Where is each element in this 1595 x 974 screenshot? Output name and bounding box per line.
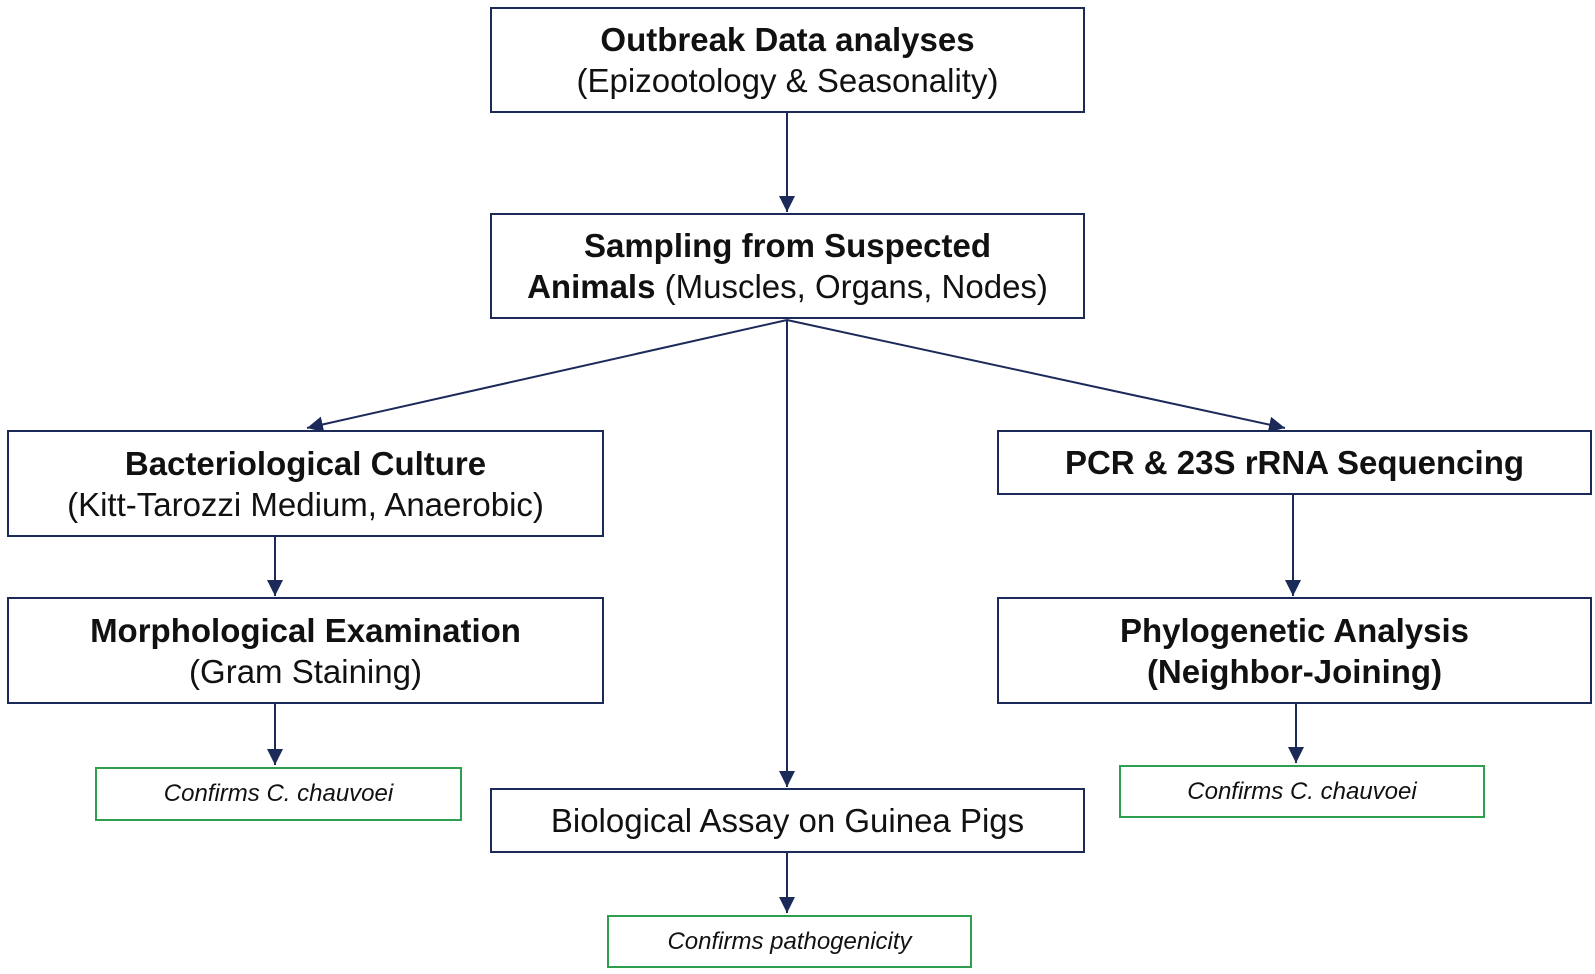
bacteriological-culture-box: Bacteriological Culture (Kitt-Tarozzi Me… [7,430,604,537]
culture-title: Bacteriological Culture [124,444,487,482]
outcome-confirms-chauvoei-left: Confirms C. chauvoei [95,767,462,821]
sampling-title-line2: Animals (Muscles, Organs, Nodes) [527,266,1048,307]
sampling-title-bold: Animals [527,268,656,305]
bioassay-title: Biological Assay on Guinea Pigs [550,802,1025,839]
pcr-title: PCR & 23S rRNA Sequencing [1064,444,1525,481]
morphological-examination-box: Morphological Examination (Gram Staining… [7,597,604,704]
culture-subtitle: (Kitt-Tarozzi Medium, Anaerobic) [67,485,544,523]
outcome-confirms-pathogenicity: Confirms pathogenicity [607,915,972,968]
sampling-box: Sampling from Suspected Animals (Muscles… [490,213,1085,319]
outbreak-analysis-box: Outbreak Data analyses (Epizootology & S… [490,7,1085,113]
biological-assay-box: Biological Assay on Guinea Pigs [490,788,1085,853]
phylogenetic-title: Phylogenetic Analysis [1119,611,1470,649]
sampling-title-line1: Sampling from Suspected [583,227,992,264]
morphology-subtitle: (Gram Staining) [189,652,422,690]
arrow-sampling-to-culture [306,319,788,433]
phylogenetic-analysis-box: Phylogenetic Analysis (Neighbor-Joining) [997,597,1592,704]
pcr-sequencing-box: PCR & 23S rRNA Sequencing [997,430,1592,495]
outbreak-subtitle: (Epizootology & Seasonality) [576,62,999,99]
sampling-title-rest: (Muscles, Organs, Nodes) [655,268,1048,305]
outbreak-title: Outbreak Data analyses [600,21,975,58]
morphology-title: Morphological Examination [90,611,521,649]
arrow-sampling-to-pcr [786,319,1286,433]
phylogenetic-subtitle: (Neighbor-Joining) [1146,652,1443,690]
outcome-confirms-chauvoei-right: Confirms C. chauvoei [1119,765,1485,818]
